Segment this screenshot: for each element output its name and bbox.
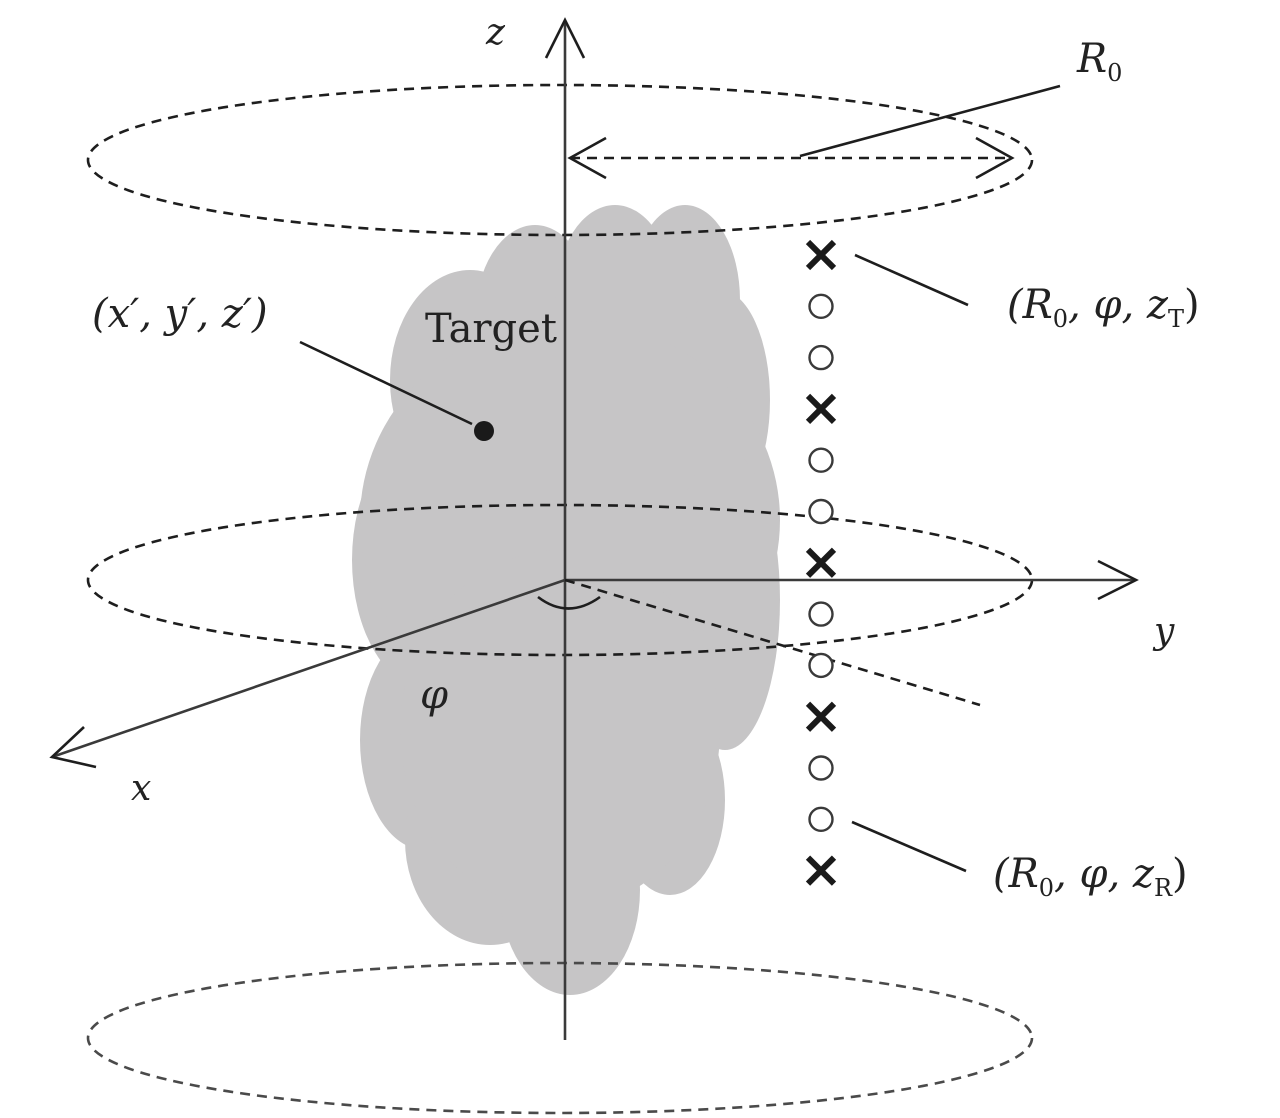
bottom-dashed-circle	[86, 961, 1034, 1115]
target-region	[352, 205, 780, 995]
x-axis-arrowhead	[49, 726, 97, 769]
transmitter-element-icon	[805, 393, 837, 425]
receiver-leader-line	[851, 820, 967, 873]
azimuth-direction-line	[564, 578, 981, 707]
radius-arrowhead-right	[975, 136, 1015, 180]
transmitter-leader-line	[854, 253, 969, 307]
y-axis-arrowhead	[1097, 559, 1139, 601]
top-dashed-circle	[86, 83, 1034, 237]
radius-label: R0	[1076, 36, 1122, 87]
antenna-array	[805, 239, 837, 886]
y-axis-label: y	[1152, 611, 1175, 652]
transmitter-cross-stroke	[805, 855, 837, 886]
point-leader-line	[299, 340, 473, 426]
target-point-label: (x′, y′, z′)	[92, 291, 268, 337]
receiver-element-icon	[808, 293, 834, 319]
transmitter-element-icon	[805, 239, 837, 271]
transmitter-element-icon	[805, 855, 837, 886]
z-axis-label: z	[485, 12, 506, 53]
receiver-element-icon	[808, 806, 834, 832]
transmitter-element-icon	[805, 547, 837, 578]
receiver-element-icon	[808, 447, 834, 473]
transmitter-coordinate-label: (R0, φ, zT)	[1007, 282, 1200, 333]
transmitter-cross-stroke	[805, 547, 837, 578]
receiver-element-icon	[808, 344, 834, 371]
receiver-element-icon	[808, 652, 834, 679]
receiver-element-icon	[808, 601, 834, 627]
receiver-element-icon	[808, 498, 834, 525]
radius-arrowhead-left	[567, 136, 607, 180]
phi-label: φ	[420, 672, 448, 718]
z-axis-arrowhead	[544, 17, 586, 59]
x-axis-line	[51, 578, 566, 759]
transmitter-cross-stroke	[805, 701, 837, 732]
transmitter-cross-stroke	[805, 393, 837, 425]
target-label: Target	[425, 306, 557, 352]
phi-angle-arc	[537, 595, 601, 610]
x-axis-label: x	[131, 768, 151, 809]
transmitter-cross-stroke	[805, 239, 837, 271]
receiver-coordinate-label: (R0, φ, zR)	[993, 851, 1188, 902]
receiver-element-icon	[808, 755, 834, 781]
radius-leader-line	[799, 84, 1061, 158]
target-point-dot	[474, 421, 494, 441]
transmitter-element-icon	[805, 701, 837, 732]
